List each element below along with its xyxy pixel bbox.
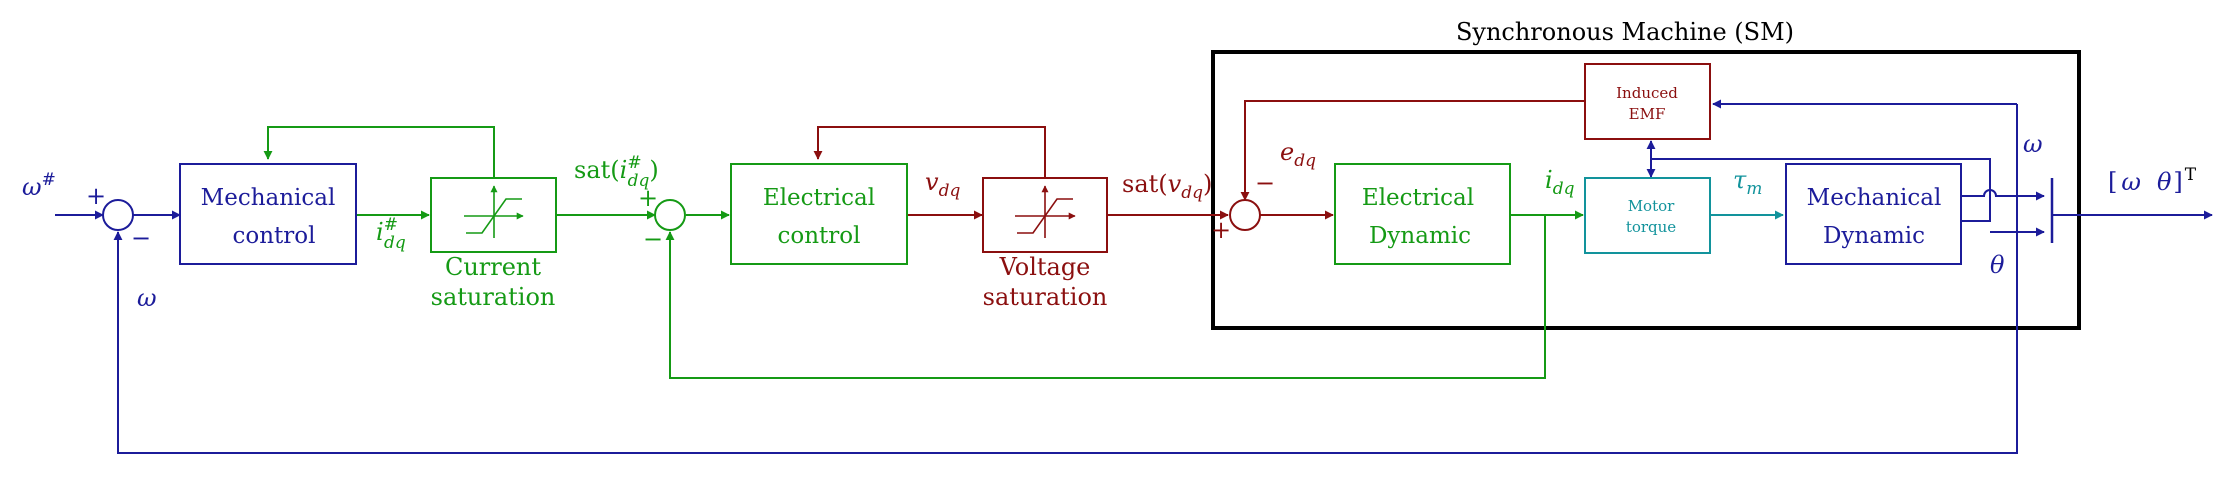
saturated-current-label: sat(i#dq) (574, 153, 659, 191)
speed-plus-sign: + (86, 182, 106, 210)
voltage-saturation-label-2: saturation (983, 283, 1108, 311)
saturation-icon (1015, 185, 1076, 238)
mechanical-dynamic-block: Mechanical Dynamic (1785, 163, 1962, 265)
speed-summing-junction (102, 199, 134, 231)
motor-torque-label-1: Motor (1628, 197, 1675, 215)
mechanical-dynamic-label-2: Dynamic (1823, 223, 1925, 249)
saturation-icon (464, 185, 524, 238)
electrical-dynamic-block: Electrical Dynamic (1334, 163, 1511, 265)
torque-label: τm (1733, 166, 1762, 199)
motor-torque-label-2: torque (1626, 218, 1676, 236)
voltage-summing-junction (1229, 199, 1261, 231)
voltage-loop-wires (813, 100, 1584, 220)
voltage-minus-sign: − (1255, 169, 1275, 197)
induced-emf-label-2: EMF (1629, 105, 1666, 123)
current-saturation-label-2: saturation (431, 283, 556, 311)
electrical-dynamic-label-2: Dynamic (1369, 223, 1471, 249)
current-minus-sign: − (643, 225, 663, 253)
saturated-voltage-label: sat(vdq) (1122, 170, 1212, 203)
voltage-plus-sign: + (1211, 216, 1231, 244)
mechanical-control-block: Mechanical control (179, 163, 357, 265)
current-saturation-label-1: Current (445, 253, 541, 281)
electrical-control-label-2: control (778, 223, 861, 249)
speed-output-label: ω (2023, 130, 2043, 158)
current-loop-wires (263, 126, 1584, 379)
voltage-saturation-block: Voltage saturation (982, 177, 1108, 311)
electrical-dynamic-label-1: Electrical (1362, 185, 1474, 211)
voltage-reference-label: vdq (925, 168, 960, 201)
sm-title: Synchronous Machine (SM) (1456, 18, 1794, 46)
current-saturation-block: Current saturation (430, 177, 557, 311)
current-plus-sign: + (638, 184, 658, 212)
speed-reference-label: ω# (22, 170, 56, 201)
angle-output-label: θ (1990, 251, 2005, 279)
speed-loop-wires (55, 99, 2213, 454)
induced-emf-label-1: Induced (1616, 84, 1678, 102)
speed-minus-sign: − (131, 224, 151, 252)
voltage-saturation-label-1: Voltage (999, 253, 1091, 281)
mechanical-dynamic-label-1: Mechanical (1807, 185, 1942, 211)
induced-emf-block: Induced EMF (1584, 63, 1711, 140)
electrical-control-label-1: Electrical (763, 185, 875, 211)
speed-feedback-label: ω (137, 284, 157, 312)
current-reference-label: i#dq (376, 215, 406, 253)
mechanical-control-label-1: Mechanical (201, 185, 336, 211)
current-output-label: idq (1545, 166, 1575, 199)
back-emf-label: edq (1280, 138, 1316, 171)
motor-torque-block: Motor torque (1584, 177, 1711, 254)
sm-frame (1211, 50, 2081, 330)
current-summing-junction (654, 199, 686, 231)
electrical-control-block: Electrical control (730, 163, 908, 265)
mechanical-control-label-2: control (233, 223, 316, 249)
